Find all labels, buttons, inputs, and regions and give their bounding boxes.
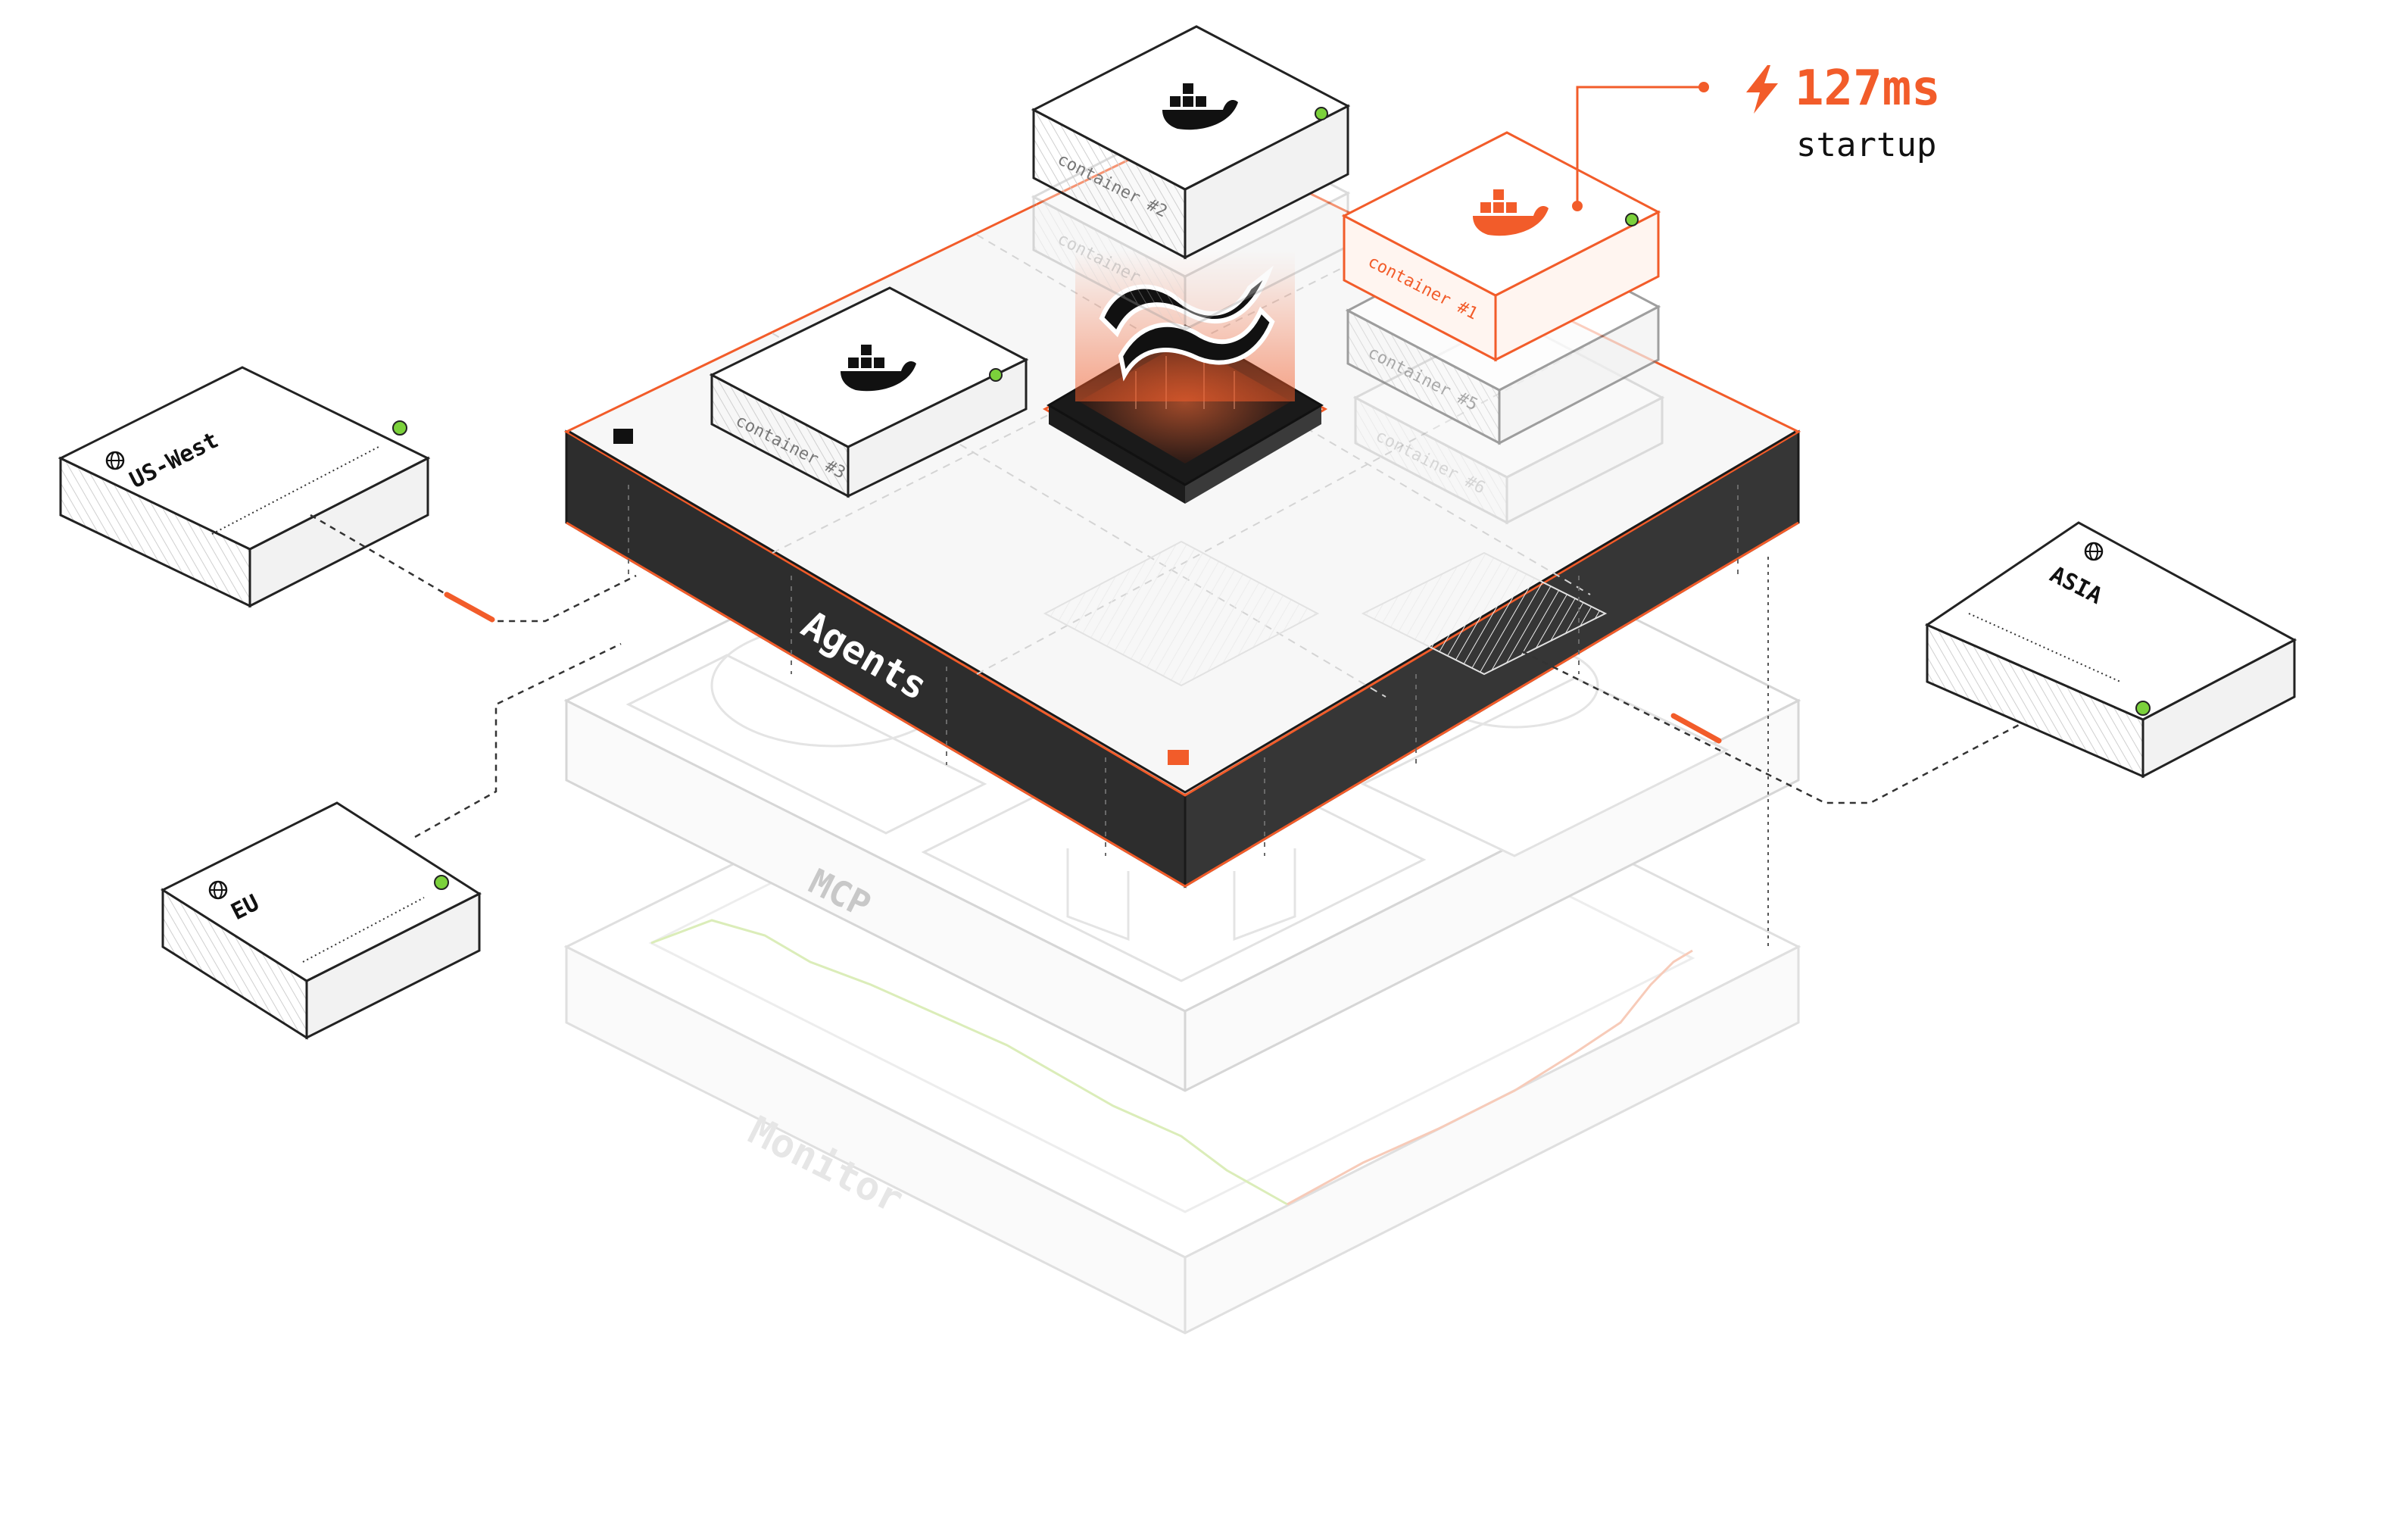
lightning-bolt-icon <box>1746 65 1778 114</box>
connector-accents <box>444 592 1722 744</box>
connectors <box>310 514 2023 838</box>
globe-icon <box>208 880 228 900</box>
startup-time-value: 127ms <box>1795 61 1941 117</box>
globe-icon <box>105 451 125 470</box>
connector-us-west <box>310 514 637 623</box>
startup-callout: 127ms startup <box>1742 61 2029 182</box>
docker-whale-icon <box>1162 83 1238 130</box>
connector-asia <box>1521 650 2023 804</box>
accent-marker <box>1168 750 1189 765</box>
container-3[interactable]: container #3 <box>709 286 1029 498</box>
monitor-orange-line <box>1287 949 1693 1206</box>
callout-leader <box>1576 86 1704 206</box>
region-us-west[interactable]: US-West <box>58 366 431 608</box>
monitor-green-line <box>650 919 1288 1206</box>
central-chip <box>1042 250 1328 504</box>
region-asia[interactable]: ASIA <box>1924 521 2297 779</box>
startup-label: startup <box>1796 126 1937 164</box>
container-2-stack[interactable]: container container #2 <box>1031 25 1351 332</box>
container-1-stack[interactable]: container #6 container #5 container #1 <box>1341 82 1709 525</box>
docker-whale-icon <box>841 345 916 392</box>
corner-marker <box>613 429 633 444</box>
globe-icon <box>2084 542 2104 561</box>
docker-whale-icon <box>1473 189 1549 236</box>
connector-eu <box>414 642 622 838</box>
region-eu[interactable]: EU <box>160 801 482 1040</box>
